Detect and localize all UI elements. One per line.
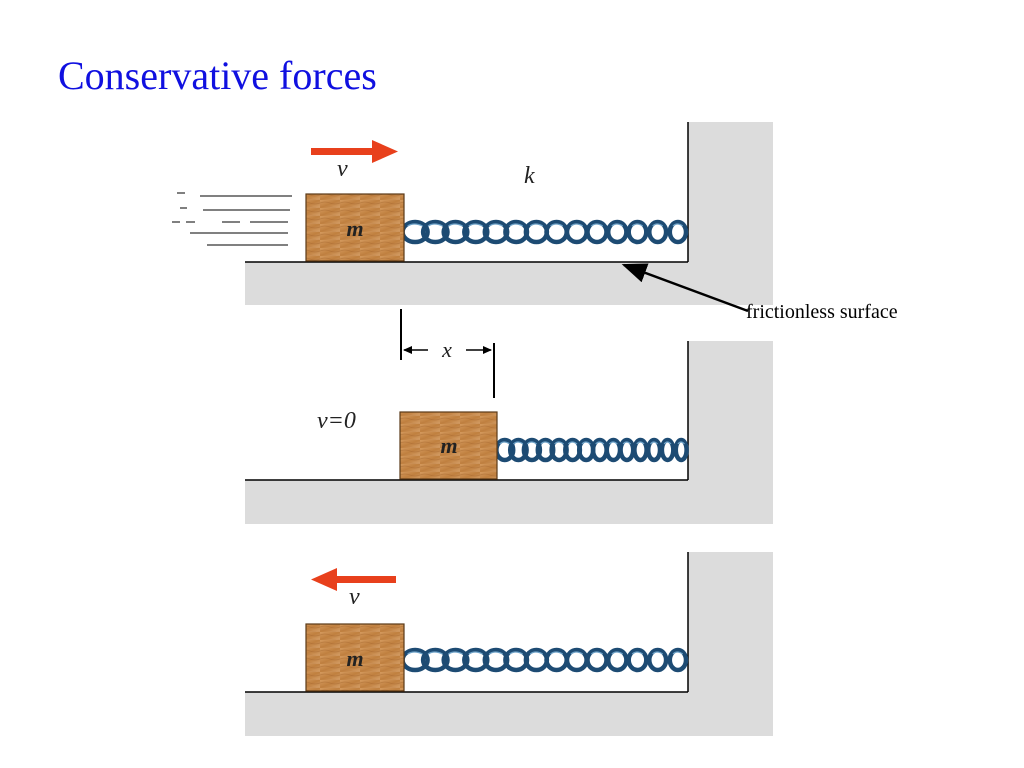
block-2: m <box>399 411 498 480</box>
surface-pointer <box>621 263 749 313</box>
spring-coil <box>462 219 490 245</box>
spring-coil <box>604 437 623 463</box>
spring-coil <box>544 219 569 245</box>
spring-coil <box>605 219 629 245</box>
displacement-marker <box>400 309 495 398</box>
spring-coil-highlight <box>608 441 618 445</box>
spring-coil-highlight <box>540 441 551 445</box>
spring-coil-highlight <box>622 441 632 445</box>
wall-floor-1 <box>245 122 773 305</box>
spring-coil <box>564 647 589 673</box>
spring-coil <box>462 647 490 673</box>
spring-coil-highlight <box>570 223 584 227</box>
panel-1: v k m frictionless surface <box>172 122 898 323</box>
spring-coil-highlight <box>595 441 605 445</box>
spring-coil-highlight <box>677 441 685 445</box>
spring-coil-highlight <box>427 651 443 655</box>
spring-coil-highlight <box>611 651 624 655</box>
spring-coil <box>564 219 589 245</box>
spring-1 <box>400 219 689 245</box>
spring-constant-label: k <box>524 163 535 189</box>
surface-label: frictionless surface <box>746 301 898 323</box>
spring-coil-highlight <box>631 651 644 655</box>
spring-coil-highlight <box>509 651 523 655</box>
spring-coil-highlight <box>427 223 443 227</box>
wall-floor-2 <box>245 341 773 524</box>
velocity-arrow-right <box>311 140 398 163</box>
spring-coil-highlight <box>672 223 684 227</box>
spring-coil <box>632 437 649 463</box>
spring-coil <box>507 437 529 463</box>
spring-coil-highlight <box>512 441 524 445</box>
spring-coil <box>647 647 669 673</box>
spring-coil <box>667 647 689 673</box>
spring-coil-highlight <box>672 651 684 655</box>
spring-coil <box>420 647 450 673</box>
spring-coil-highlight <box>550 651 563 655</box>
spring-coil-highlight <box>488 651 503 655</box>
spring-coil-highlight <box>652 223 664 227</box>
spring-coil-highlight <box>636 441 645 445</box>
spring-coil <box>626 219 649 245</box>
spring-coil-highlight <box>448 223 463 227</box>
spring-coil-highlight <box>526 441 538 445</box>
spring-coil <box>626 647 649 673</box>
spring-coil-highlight <box>407 223 423 227</box>
spring-coil-highlight <box>529 651 543 655</box>
block-3: m <box>305 623 405 692</box>
spring-coil-highlight <box>567 441 578 445</box>
spring-coil-highlight <box>407 651 423 655</box>
spring-coil-highlight <box>554 441 564 445</box>
slide-title: Conservative forces <box>58 53 377 98</box>
spring-coil <box>441 219 470 245</box>
spring-coil-highlight <box>499 441 511 445</box>
spring-coil-highlight <box>650 441 659 445</box>
block-1: m <box>305 193 405 262</box>
spring-coil <box>647 219 669 245</box>
spring-coil-highlight <box>663 441 672 445</box>
spring-2 <box>494 437 689 463</box>
velocity-arrow-left <box>311 568 396 591</box>
spring-coil <box>673 437 689 463</box>
mass-label: m <box>440 433 457 458</box>
spring-coil-highlight <box>611 223 624 227</box>
spring-coil <box>441 647 470 673</box>
spring-coil <box>645 437 663 463</box>
spring-coil-highlight <box>570 651 584 655</box>
spring-coil <box>420 219 450 245</box>
spring-coil-highlight <box>631 223 644 227</box>
spring-coil <box>667 219 689 245</box>
spring-coil-highlight <box>468 223 483 227</box>
spring-coil-highlight <box>550 223 563 227</box>
spring-3 <box>400 647 689 673</box>
velocity-label: v <box>337 156 348 182</box>
spring-coil-highlight <box>591 223 604 227</box>
spring-coil-highlight <box>468 651 483 655</box>
mass-label: m <box>346 216 363 241</box>
spring-coil-highlight <box>581 441 591 445</box>
spring-coil <box>585 647 609 673</box>
velocity-label: v <box>349 584 360 610</box>
spring-coil <box>544 647 569 673</box>
spring-coil-highlight <box>591 651 604 655</box>
spring-coil <box>585 219 609 245</box>
wall-floor-3 <box>245 552 773 736</box>
spring-coil <box>659 437 676 463</box>
speed-lines <box>172 192 292 246</box>
spring-coil-highlight <box>652 651 664 655</box>
velocity-zero-label: v=0 <box>317 408 356 434</box>
spring-coil <box>618 437 636 463</box>
spring-coil <box>605 647 629 673</box>
displacement-label: x <box>441 337 452 362</box>
spring-coil-highlight <box>488 223 503 227</box>
spring-coil-highlight <box>509 223 523 227</box>
spring-coil-highlight <box>448 651 463 655</box>
mass-label: m <box>346 646 363 671</box>
spring-coil-highlight <box>529 223 543 227</box>
panel-3: v m <box>245 552 773 736</box>
panel-2: x v=0 m <box>245 309 773 524</box>
